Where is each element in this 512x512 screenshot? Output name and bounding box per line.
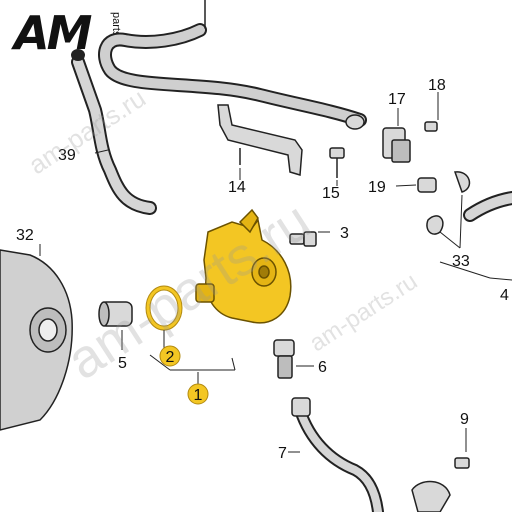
- o-ring-2: [145, 285, 183, 331]
- callout-19-label: 19: [368, 179, 386, 196]
- callout-7[interactable]: 7: [278, 445, 287, 462]
- fitting-6: [273, 339, 295, 379]
- callout-7-label: 7: [278, 445, 287, 462]
- bolt-3: [289, 231, 317, 247]
- vacuum-hose-top: [98, 0, 367, 127]
- spacer-5: [98, 301, 133, 327]
- callout-14[interactable]: 14: [228, 179, 246, 196]
- callout-1[interactable]: 1: [187, 383, 209, 405]
- callout-6[interactable]: 6: [318, 359, 327, 376]
- callout-39-label: 39: [58, 147, 76, 164]
- callout-9[interactable]: 9: [460, 411, 469, 428]
- callout-19[interactable]: 19: [368, 179, 386, 196]
- callout-17-label: 17: [388, 91, 406, 108]
- callout-1-label: 1: [194, 387, 203, 404]
- pump-housing-32: [0, 249, 73, 431]
- callout-2[interactable]: 2: [159, 345, 181, 367]
- sensor-19: [417, 171, 471, 193]
- callout-33-label: 33: [452, 253, 470, 270]
- bracket-14: [217, 104, 303, 176]
- callout-2-label: 2: [166, 349, 175, 366]
- callout-6-label: 6: [318, 359, 327, 376]
- clips-33: [426, 191, 512, 235]
- callout-4[interactable]: 4: [500, 287, 509, 304]
- callout-9-label: 9: [460, 411, 469, 428]
- bolt-15: [329, 147, 345, 178]
- housing-1: [195, 208, 292, 324]
- callout-15-label: 15: [322, 185, 340, 202]
- tube-39: [71, 49, 157, 215]
- callout-39[interactable]: 39: [58, 147, 76, 164]
- leader-lines: [39, 92, 512, 453]
- callout-4-label: 4: [500, 287, 509, 304]
- callout-3-label: 3: [340, 225, 349, 242]
- callout-18-label: 18: [428, 77, 446, 94]
- bolt-9: [411, 457, 470, 512]
- pipe-7: [291, 397, 384, 512]
- callout-5[interactable]: 5: [118, 355, 127, 372]
- callout-5-label: 5: [118, 355, 127, 372]
- callout-17[interactable]: 17: [388, 91, 406, 108]
- valve-17: [345, 114, 438, 163]
- callout-33[interactable]: 33: [452, 253, 470, 270]
- callout-15[interactable]: 15: [322, 185, 340, 202]
- callout-3[interactable]: 3: [340, 225, 349, 242]
- callout-32-label: 32: [16, 227, 34, 244]
- callout-18[interactable]: 18: [428, 77, 446, 94]
- callout-14-label: 14: [228, 179, 246, 196]
- callout-32[interactable]: 32: [16, 227, 34, 244]
